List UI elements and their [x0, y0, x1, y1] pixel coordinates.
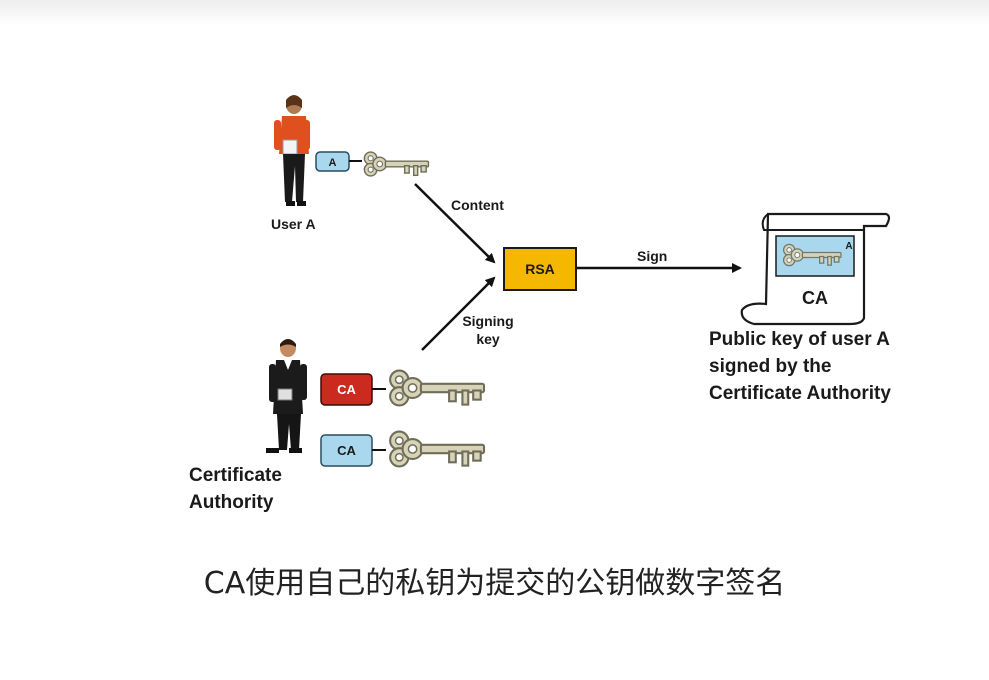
user-a-public-key: A: [315, 151, 430, 177]
certificate-scroll: A CA: [740, 212, 891, 326]
slide-caption: CA使用自己的私钥为提交的公钥做数字签名: [203, 566, 786, 601]
signing-key-arrow: [421, 276, 496, 351]
content-label: Content: [451, 197, 504, 213]
ca-private-key-tag: CA: [337, 382, 356, 397]
certificate-description: Public key of user A signed by the Certi…: [709, 329, 891, 404]
certificate-title: CA: [802, 288, 828, 308]
user-a-figure: [274, 95, 310, 206]
ca-figure: [266, 339, 307, 453]
ca-public-key-tag: CA: [337, 443, 356, 458]
rsa-box: RSA: [503, 247, 577, 291]
key-icon: [389, 369, 486, 407]
content-arrow: [414, 183, 496, 264]
key-icon: [389, 430, 486, 468]
certificate-key-tag: A: [845, 241, 852, 252]
signing-key-label: Signing key: [462, 313, 514, 347]
key-icon: [363, 151, 430, 177]
ca-private-key: CA: [320, 369, 486, 407]
rsa-label: RSA: [525, 261, 555, 277]
user-a-label: User A: [271, 216, 316, 232]
user-a-key-tag: A: [329, 157, 337, 169]
top-shade: [0, 0, 989, 26]
sign-label: Sign: [637, 248, 668, 264]
ca-label: Certificate Authority: [189, 465, 282, 513]
ca-public-key: CA: [320, 430, 486, 468]
